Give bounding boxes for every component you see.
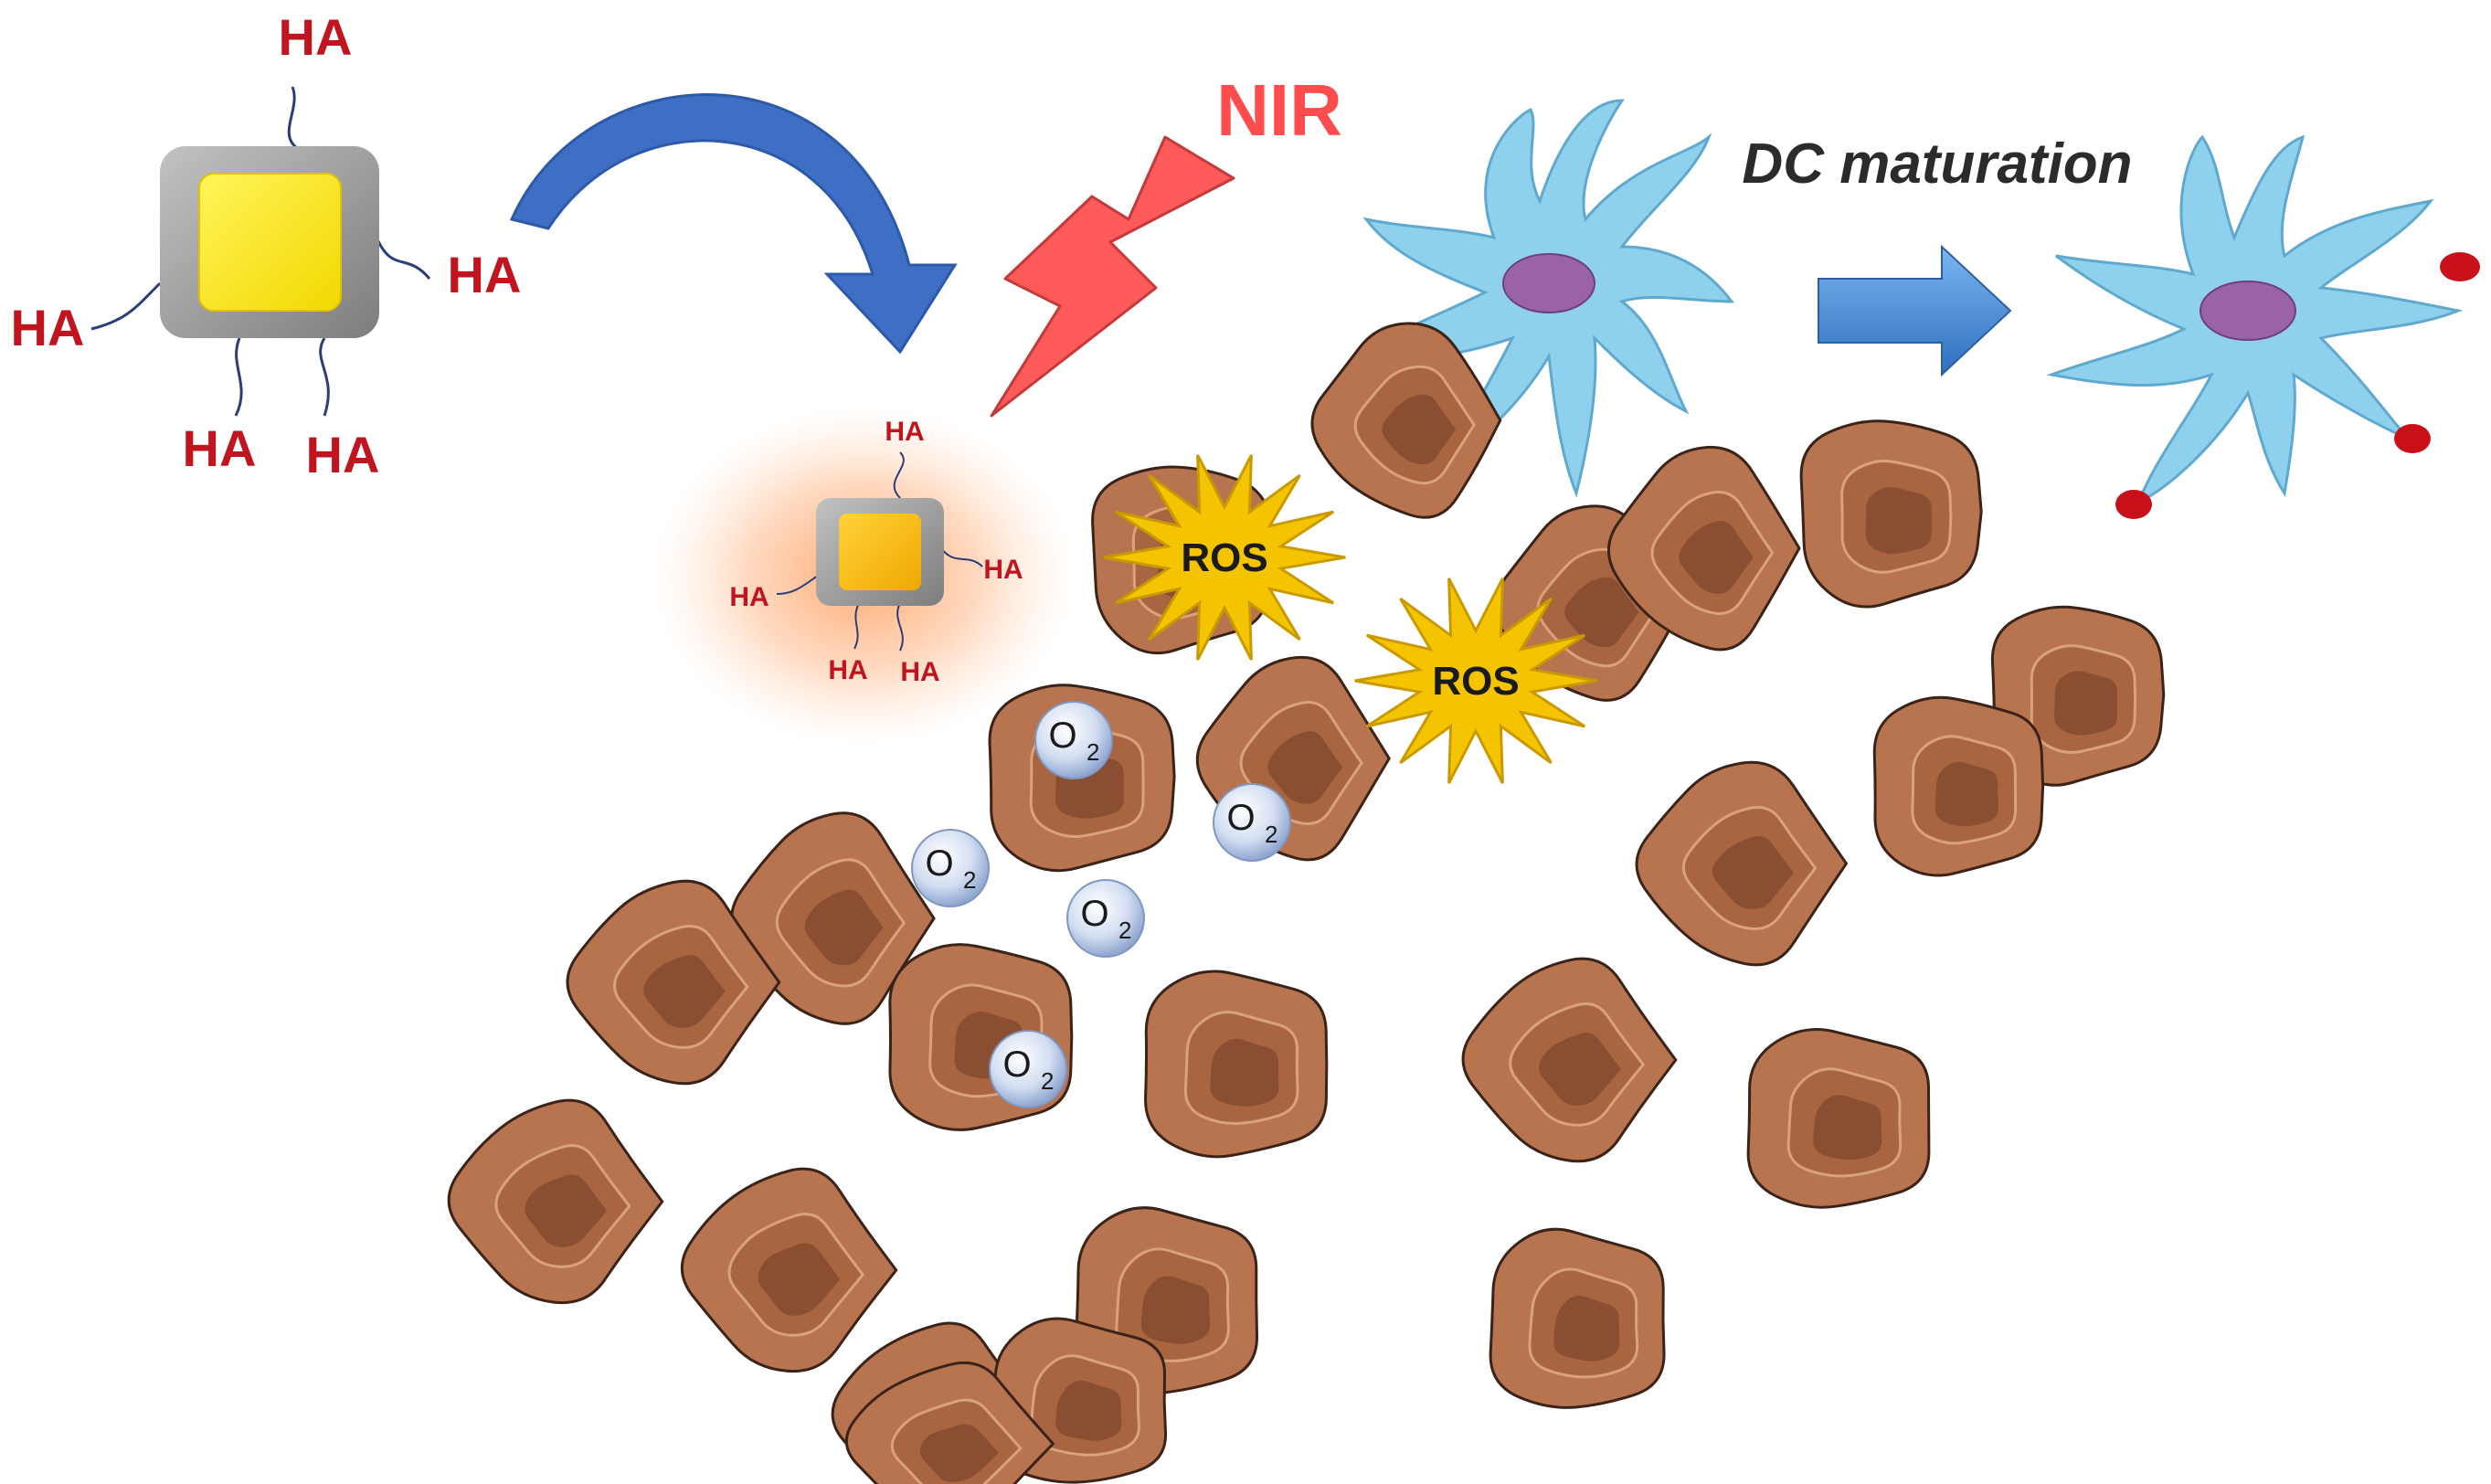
antigen-dot (2440, 252, 2480, 281)
o2-label: O (1002, 1044, 1031, 1085)
nanoparticle-core (839, 514, 921, 590)
o2-subscript: 2 (1041, 1067, 1054, 1095)
dendritic-cell-icon (1362, 99, 1735, 498)
tumor-cell-icon (1799, 419, 1983, 609)
block-arrow-icon (1818, 244, 2012, 377)
nir-label: NIR (1216, 69, 1342, 151)
ros-burst-icon: ROS (1354, 578, 1597, 784)
cell-nucleus (1865, 487, 1932, 555)
tumor-cell-icon (1489, 1227, 1666, 1409)
o2-subscript: 2 (1265, 821, 1277, 848)
antigen-dot (2115, 490, 2152, 519)
dendritic-cell-mature (2046, 134, 2480, 519)
o2-label: O (1226, 798, 1255, 838)
cell-nucleus (1210, 1038, 1279, 1107)
ha-tether (90, 281, 162, 331)
cell-nucleus (758, 1243, 841, 1316)
cell-nucleus (1712, 836, 1795, 909)
o2-subscript: 2 (1086, 738, 1099, 766)
ha-label: HA (900, 657, 939, 687)
ha-label: HA (983, 555, 1023, 585)
tumor-cell-icon (1310, 322, 1502, 519)
tumor-cell-icon (1461, 957, 1678, 1163)
ros-burst-icon: ROS (1103, 454, 1346, 661)
ha-tether (896, 602, 904, 652)
tumor-cell-icon (1606, 445, 1801, 652)
o2-label: O (1080, 894, 1108, 934)
dendritic-cell-immature (1362, 99, 1735, 498)
tumor-cell-icon (1746, 1028, 1931, 1209)
ha-tether (375, 237, 431, 280)
tumor-cell-icon (1635, 760, 1849, 967)
tumor-cell-icon (566, 879, 781, 1086)
ha-label: HA (828, 655, 867, 685)
o2-subscript: 2 (963, 866, 976, 894)
nanoparticle-core (198, 173, 342, 312)
cell-nucleus (1564, 577, 1639, 648)
nanoparticle-large: HA HA HA HA HA (11, 8, 522, 483)
cell-nucleus (1055, 1380, 1122, 1441)
cell-nucleus (1679, 521, 1754, 594)
ros-label: ROS (1432, 659, 1519, 704)
cell-nucleus (1140, 1276, 1211, 1344)
ha-tether (234, 337, 243, 417)
ha-label: HA (183, 419, 257, 477)
ha-label: HA (11, 299, 85, 356)
ha-label: HA (306, 426, 380, 483)
dc-maturation-label: DC maturation (1742, 132, 2132, 196)
antigen-dot (2394, 424, 2431, 453)
curved-arrow-icon (509, 93, 958, 355)
cell-nucleus (1934, 761, 1998, 827)
ha-label: HA (729, 582, 768, 612)
nanoparticle-small: HA HA HA HA HA (653, 407, 1074, 745)
cell-nucleus (919, 1424, 999, 1482)
ha-tether (776, 575, 819, 595)
ha-label: HA (885, 417, 924, 447)
tumor-cell-icon (1144, 970, 1329, 1159)
cell-nucleus (643, 955, 726, 1028)
cell-nucleus (1539, 1033, 1621, 1106)
ros-label: ROS (1181, 535, 1267, 580)
o2-label: O (1048, 716, 1076, 756)
cell-nucleus (1553, 1295, 1620, 1362)
tumor-cell-icon (1872, 695, 2045, 877)
tumor-cell-icon (680, 1167, 898, 1373)
cell-nucleus (1382, 394, 1457, 465)
o2-subscript: 2 (1118, 917, 1131, 944)
tumor-cell-icon (730, 811, 936, 1025)
ha-tether (940, 547, 983, 567)
ha-label: HA (279, 8, 353, 66)
cell-nucleus (804, 889, 884, 966)
ha-tether (287, 86, 302, 153)
ha-tether (893, 451, 905, 499)
cell-nucleus (525, 1174, 608, 1247)
dc-nucleus (2200, 281, 2296, 341)
ha-tether (319, 337, 330, 417)
dendritic-cell-icon (2046, 134, 2480, 519)
o2-label: O (925, 843, 953, 884)
cell-nucleus (1813, 1095, 1882, 1161)
ha-label: HA (448, 246, 522, 303)
cell-nucleus (2053, 671, 2118, 736)
cell-nucleus (1267, 731, 1343, 804)
lightning-icon (990, 135, 1235, 418)
tumor-cell-icon (844, 1361, 1055, 1484)
tumor-cell-icon (447, 1098, 664, 1305)
dc-nucleus (1502, 253, 1595, 313)
ha-tether (853, 602, 860, 650)
